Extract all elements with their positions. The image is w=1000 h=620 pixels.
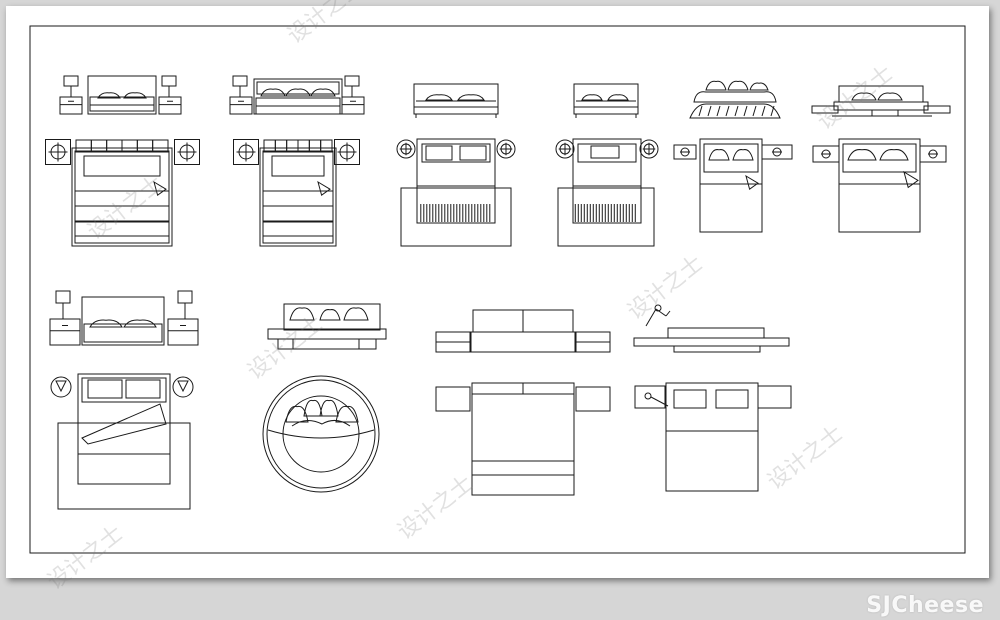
bed-elevation-6: [811, 85, 951, 117]
bed-plan-7: [50, 373, 194, 510]
bed-elevation-1: [59, 75, 182, 115]
bed-plan-1: [45, 139, 200, 247]
bed-plan-2: [233, 139, 360, 247]
bed-plan-4: [555, 138, 659, 247]
bed-elevation-4: [573, 83, 639, 118]
bed-plan-5: [673, 138, 793, 233]
bed-elevation-3: [413, 83, 499, 118]
bed-plan-round: [262, 375, 380, 493]
bed-elevation-8: [267, 303, 387, 350]
brand-logo: SJCheese: [866, 593, 984, 618]
bed-elevation-10: [633, 304, 790, 353]
drawing-frame: [29, 25, 966, 554]
bed-elevation-7: [49, 290, 199, 346]
bed-elevation-5: [689, 80, 781, 119]
bed-plan-3: [396, 138, 516, 247]
drawing-sheet: [6, 6, 989, 578]
bed-plan-9: [435, 382, 611, 496]
bed-plan-6: [812, 138, 947, 233]
bed-plan-10: [634, 382, 792, 492]
bed-elevation-9: [435, 309, 611, 353]
cad-drawing: [29, 25, 966, 554]
bed-elevation-2: [229, 75, 365, 115]
